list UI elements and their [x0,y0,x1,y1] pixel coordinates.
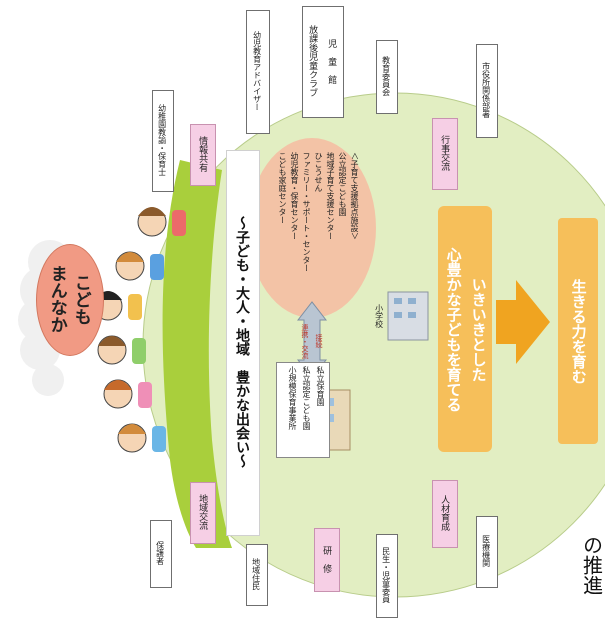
human-dev-label: 人材育成 [439,495,450,531]
title-text-top: こども [70,273,91,325]
title-text-bottom: まんなか [46,265,67,333]
private-nursery-box: 私立保育園 私立認定こども園 小規模保育事業所 [276,362,330,458]
advisor-box [246,10,270,134]
support-line: 公立認定こども園 [338,152,347,216]
children-hall-label-2: 放課後児童クラブ [307,25,318,97]
support-line: 地域子育て支援センター [326,152,335,240]
training-box [314,528,340,592]
event-box [432,118,458,190]
goal-arrow [496,280,550,364]
guardians-label: 保護者 [155,541,165,565]
children-illustration [93,207,186,453]
children-hall-label-1: 児 童 館 [326,38,337,84]
exchange-label-1: 連携・交流 [301,323,310,359]
exchange-label-2: 接続 [315,334,324,348]
event-label: 行事交流 [439,135,450,171]
margin-text: の推進 [579,535,604,595]
regional-label: 地域交流 [197,494,208,530]
support-center-heading: ＜子育て支援拠点施設＞ [350,152,359,240]
private-line: 私立認定こども園 [302,366,311,430]
info-share-label: 情報共有 [197,136,208,172]
residents-box [246,544,268,606]
support-oval [248,138,376,318]
info-share-box [190,124,216,186]
nursery-staff-label: 幼稚園教諭・保育士 [157,104,167,176]
private-line: 小規模保育事業所 [288,366,297,430]
support-line: こども家庭センター [278,152,287,224]
city-hall-label: 市役所関係部署 [481,62,491,118]
main-goal-text-1: いきいきとした [469,276,488,382]
support-line: ひこうせん [314,152,323,192]
guardians-box [150,520,172,588]
welfare-label: 民生・児童委員 [381,547,391,603]
final-goal-text: 生きる力を育む [569,278,588,384]
main-goal-box [438,206,492,452]
headline: ～子ども・大人・地域 豊かな出会い～ [234,216,251,468]
exchange-arrow [296,301,328,379]
headline-box [226,150,260,536]
medical-label: 医療機関 [481,535,491,567]
medical-box [476,516,498,588]
regional-box [190,482,216,544]
children-hall-box [302,6,344,118]
residents-label: 地域住民 [251,558,261,590]
title-oval [36,244,104,356]
support-line: 幼児教育・保育センター [290,152,299,240]
training-label: 研 修 [321,545,332,573]
support-center-text: ＜子育て支援拠点施設＞ 公立認定こども園 地域子育て支援センター ひこうせん フ… [264,152,360,304]
private-line: 私立保育園 [316,366,325,406]
nursery-staff-box [152,90,174,192]
city-hall-box [476,44,498,138]
human-dev-box [432,480,458,548]
grass-strip [162,160,232,548]
support-line: ファミリー・サポート・センター [302,152,311,272]
main-goal-text-2: 心豊かな子どもを育てる [444,246,463,412]
education-board-box [376,40,398,114]
school-label: 小学校 [374,304,384,328]
education-board-label: 教育委員会 [381,56,391,96]
advisor-label: 幼児教育アドバイザー [252,31,262,111]
final-goal-box [558,218,598,444]
